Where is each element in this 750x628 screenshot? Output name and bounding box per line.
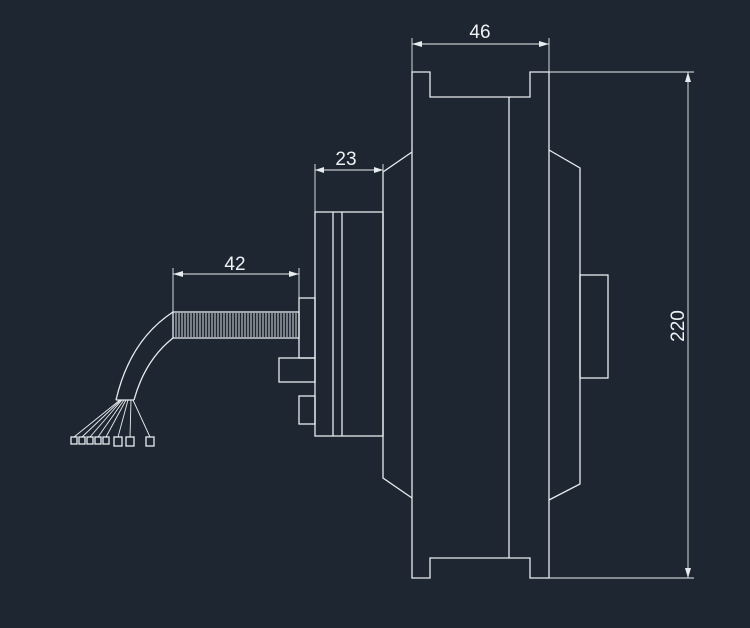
dimension-label-diameter: 220: [668, 310, 689, 342]
dimension-stator-width: 23: [314, 149, 384, 212]
dimension-label-stator-width: 23: [335, 149, 356, 170]
dimension-label-hub-width: 46: [469, 22, 490, 43]
dimension-label-cable-length: 42: [224, 254, 245, 275]
dimension-diameter: 220: [549, 71, 694, 579]
wire-leads: [70, 399, 155, 447]
connector-plug: [125, 436, 135, 447]
connector-pin: [86, 436, 94, 445]
connector-plug: [145, 436, 155, 447]
connector-pin: [70, 436, 78, 445]
cable-strain-relief: [172, 311, 300, 339]
connector-pin: [102, 436, 110, 445]
connector-plug: [113, 436, 123, 447]
connector-pin: [94, 436, 102, 445]
stator-block: [278, 211, 384, 437]
dimension-hub-width: 46: [411, 22, 550, 74]
dimension-cable-length: 42: [172, 254, 300, 312]
cable: [115, 311, 174, 401]
wheel-rim: [382, 71, 609, 579]
connector-pin: [78, 436, 86, 445]
